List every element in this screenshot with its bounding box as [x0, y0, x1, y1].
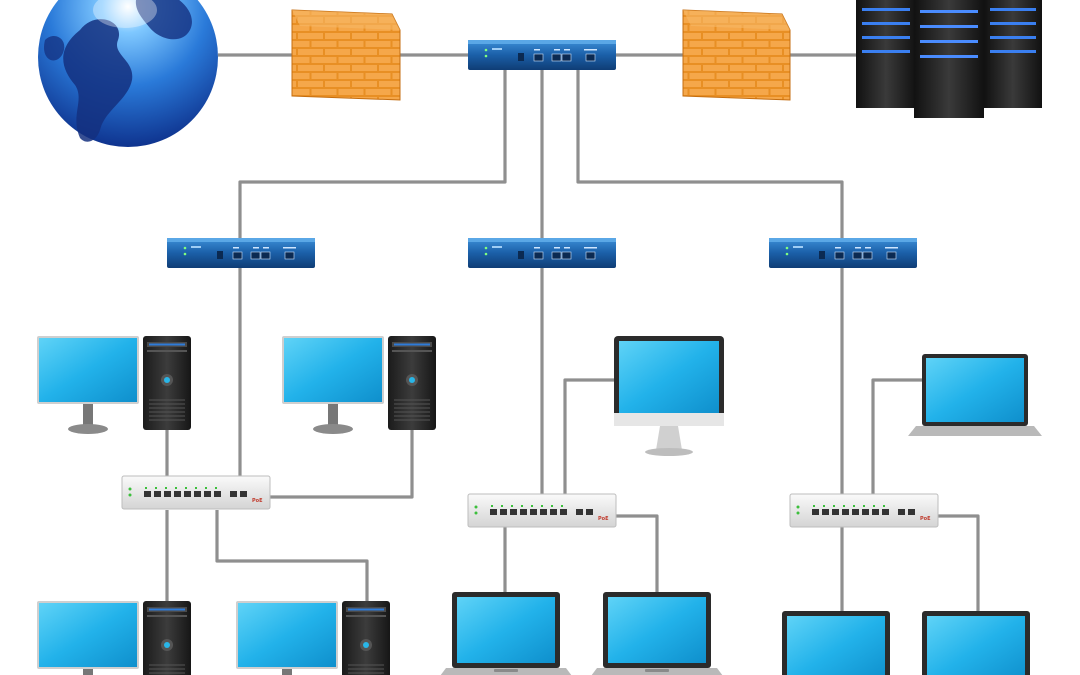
cable-core-router-right [576, 69, 844, 238]
cable-switch-left-desktop-4 [215, 510, 369, 601]
switch-label: PoE [252, 498, 263, 504]
switch-label: PoE [920, 516, 931, 522]
laptop-icon-1 [440, 592, 572, 675]
cable-core-router-left [238, 69, 507, 238]
desktop-computer-icon-4 [236, 600, 391, 675]
cable-switch-middle-imac [563, 378, 614, 494]
desktop-computer-icon-2 [282, 335, 437, 434]
cable-switch-left-desktop-2 [270, 430, 414, 499]
router-icon-left [166, 237, 316, 269]
switch-icon-middle: PoE [467, 493, 617, 528]
laptop-icon-3 [908, 354, 1042, 436]
brick-firewall-icon-left [291, 9, 401, 101]
server-rack-icon [856, 0, 1042, 118]
router-icon-core [467, 39, 617, 71]
globe-icon [38, 0, 218, 147]
desktop-computer-icon-3 [37, 600, 192, 675]
laptop-icon-5 [910, 611, 1042, 675]
cable-switch-right-laptop-5 [938, 514, 980, 611]
brick-firewall-icon-right [682, 9, 791, 101]
laptop-icon-4 [770, 611, 902, 675]
router-icon-middle [467, 237, 617, 269]
cables [165, 53, 980, 611]
cable-switch-right-laptop-3 [871, 378, 922, 494]
desktop-computer-icon-1 [37, 335, 192, 434]
switch-icon-left: PoE [121, 475, 271, 510]
all-in-one-monitor-icon [614, 336, 724, 456]
switch-icon-right: PoE [789, 493, 939, 528]
router-icon-right [768, 237, 918, 269]
cable-switch-middle-laptop-2 [615, 514, 659, 592]
switch-label: PoE [598, 516, 609, 522]
laptop-icon-2 [591, 592, 723, 675]
